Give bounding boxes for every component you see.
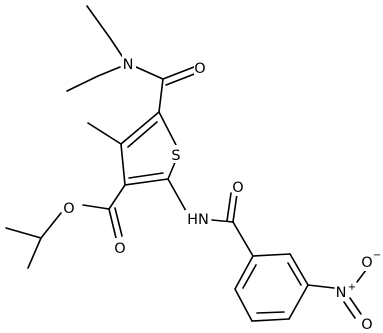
bond-benzoyl-c-o-a [232,193,238,223]
bond-s-c2 [167,159,177,180]
atom-ester-o-ether: O [63,201,74,217]
atom-nh: HN [187,212,209,228]
bond-c3-ester-c [108,184,126,210]
bond-benzoyl-c-o-b [226,192,232,222]
bond-ester-c-o-carbonyl-a [108,208,117,239]
bond-ring-c6-c1-b [242,264,257,289]
atom-amide-n: N [123,57,134,73]
atom-ester-o-carbonyl: O [114,241,125,257]
bond-amide-c-c5 [158,78,164,113]
bond-nitro-n-o-b [343,301,356,319]
atom-amide-o: O [194,61,205,77]
bond-ester-c-o-carbonyl-b [114,207,123,237]
bond-nh-amide-c [211,219,234,223]
nitro-o-minus-charge: − [373,250,381,261]
bond-c4-methyl [87,122,122,145]
bond-c4-c5-a [120,111,160,145]
bond-ethyl1-ch3-ch2 [86,5,111,39]
bond-c3-c4 [120,143,126,186]
bond-ring-c4-c5-b [256,311,285,314]
atom-nitro-o-minus: O [361,255,372,271]
bond-ring-nitro-n [307,284,335,289]
bond-c5-s [158,111,177,146]
bond-ring-c4-c5-a [251,318,290,322]
bond-n-amide-c [135,66,164,80]
bond-c2-c3-b [128,172,164,179]
atom-nitro-o: O [361,317,372,333]
bond-ring-c3-c4 [288,284,309,320]
bond-n-ethyl2-ch2 [97,66,121,77]
bond-ring-c1-c2 [252,253,291,257]
bond-amide-c-o-b [165,72,198,86]
bond-nitro-n-o-minus [356,269,367,283]
bond-c2-c3-a [124,178,169,186]
atom-benzoyl-o: O [232,180,243,196]
bond-ring-c6-c1-a [234,255,254,290]
bond-amide-c-ring [232,221,254,257]
bond-ring-c5-c6 [234,288,253,322]
bond-ethyl2-ch2-ch3 [66,75,99,92]
bond-nitro-n-o-a [349,297,362,315]
bond-ethyl1-ch2-n [109,37,125,60]
atom-thiophene-s: S [171,148,180,164]
bond-c4-c5-b [127,121,158,148]
bond-o-ipr-ch [40,212,62,239]
bond-ring-c2-c3-a [289,253,309,286]
bond-ipr-ch-ch3-a [5,227,42,239]
nitro-n-plus-charge: + [348,282,356,293]
bonds [5,5,367,322]
bond-ipr-ch-ch3-b [27,237,42,269]
bond-c2-nh [167,178,187,212]
bond-ester-c-o-ether [82,204,110,210]
atom-labels: N O S O O HN O N + O − O [63,54,381,333]
atom-nitro-n: N [336,285,347,301]
bond-ring-c2-c3-b [287,262,302,286]
bond-amide-c-o-a [162,66,195,80]
